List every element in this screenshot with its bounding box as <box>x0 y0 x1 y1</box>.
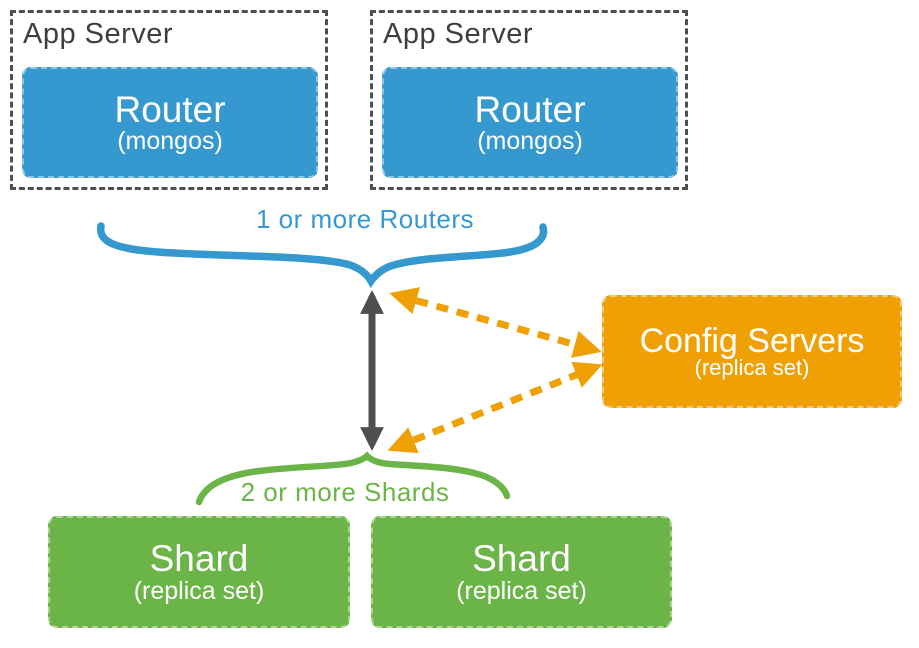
app-server-label: App Server <box>23 18 174 50</box>
app-server-box-2: App Server Router (mongos) <box>370 10 688 190</box>
shard-title: Shard <box>149 538 249 579</box>
shards-brace-label: 2 or more Shards <box>240 477 450 507</box>
config-servers-box: Config Servers (replica set) <box>602 295 902 408</box>
routers-brace-label: 1 or more Routers <box>255 204 475 234</box>
router-subtitle: (mongos) <box>117 127 223 156</box>
router-box-1: Router (mongos) <box>22 67 318 178</box>
shard-title: Shard <box>472 538 571 579</box>
app-server-box-1: App Server Router (mongos) <box>10 10 328 190</box>
router-title: Router <box>114 88 226 130</box>
shard-subtitle: (replica set) <box>133 576 265 605</box>
router-box-2: Router (mongos) <box>382 67 678 178</box>
shard-box-2: Shard (replica set) <box>371 516 672 628</box>
routers-config-arrow <box>389 287 602 358</box>
shard-box-1: Shard (replica set) <box>48 516 350 628</box>
app-server-label: App Server <box>383 18 534 50</box>
shard-subtitle: (replica set) <box>456 576 587 605</box>
config-servers-title: Config Servers <box>639 321 865 360</box>
router-title: Router <box>474 88 586 130</box>
config-servers-subtitle: (replica set) <box>694 355 810 381</box>
shards-config-arrow <box>387 361 603 454</box>
router-subtitle: (mongos) <box>477 127 583 156</box>
